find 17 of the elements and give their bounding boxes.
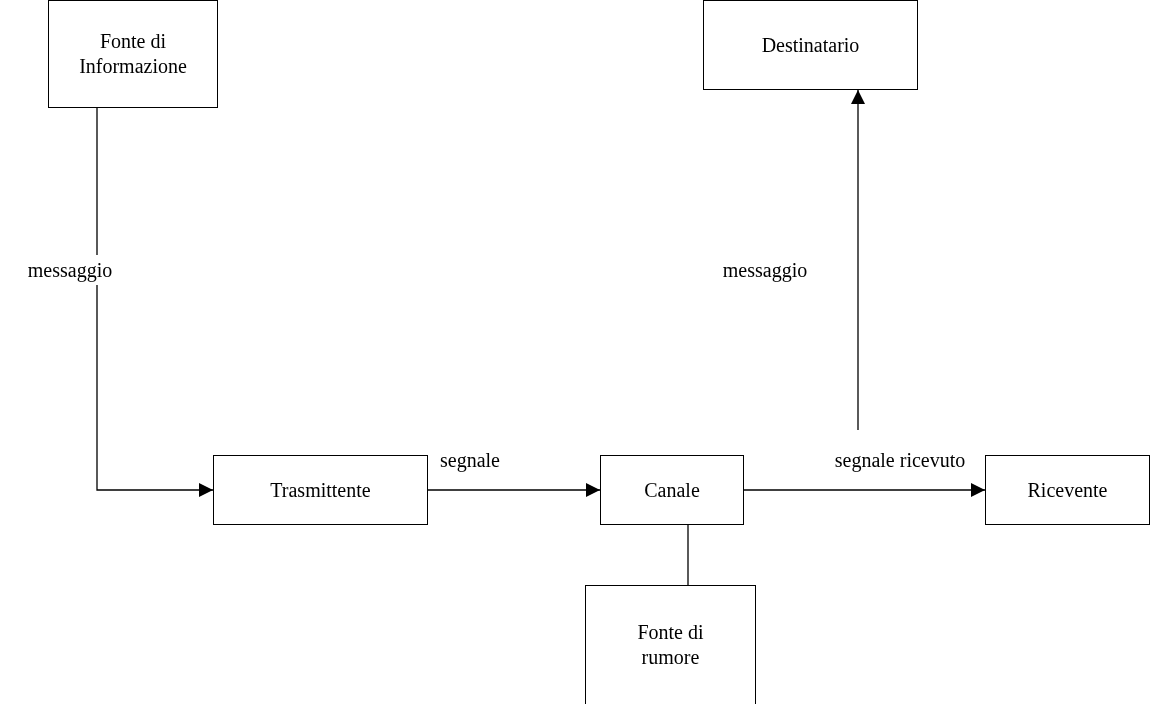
box-label: Ricevente [1026, 477, 1109, 503]
connector-line [687, 524, 689, 586]
arrow [743, 483, 986, 497]
arrow [851, 89, 865, 431]
box-label: Fonte di rumore [636, 620, 705, 670]
box-label: Trasmittente [269, 477, 372, 503]
box-label: Destinatario [760, 32, 861, 58]
arrow [427, 483, 601, 497]
arrow [96, 107, 214, 497]
process-box [703, 0, 918, 90]
box-label: Canale [643, 477, 701, 503]
process-box [600, 455, 744, 525]
box-label: Fonte di Informazione [78, 29, 188, 79]
process-box [213, 455, 428, 525]
process-box [585, 585, 756, 704]
process-box [48, 0, 218, 108]
process-box [985, 455, 1150, 525]
